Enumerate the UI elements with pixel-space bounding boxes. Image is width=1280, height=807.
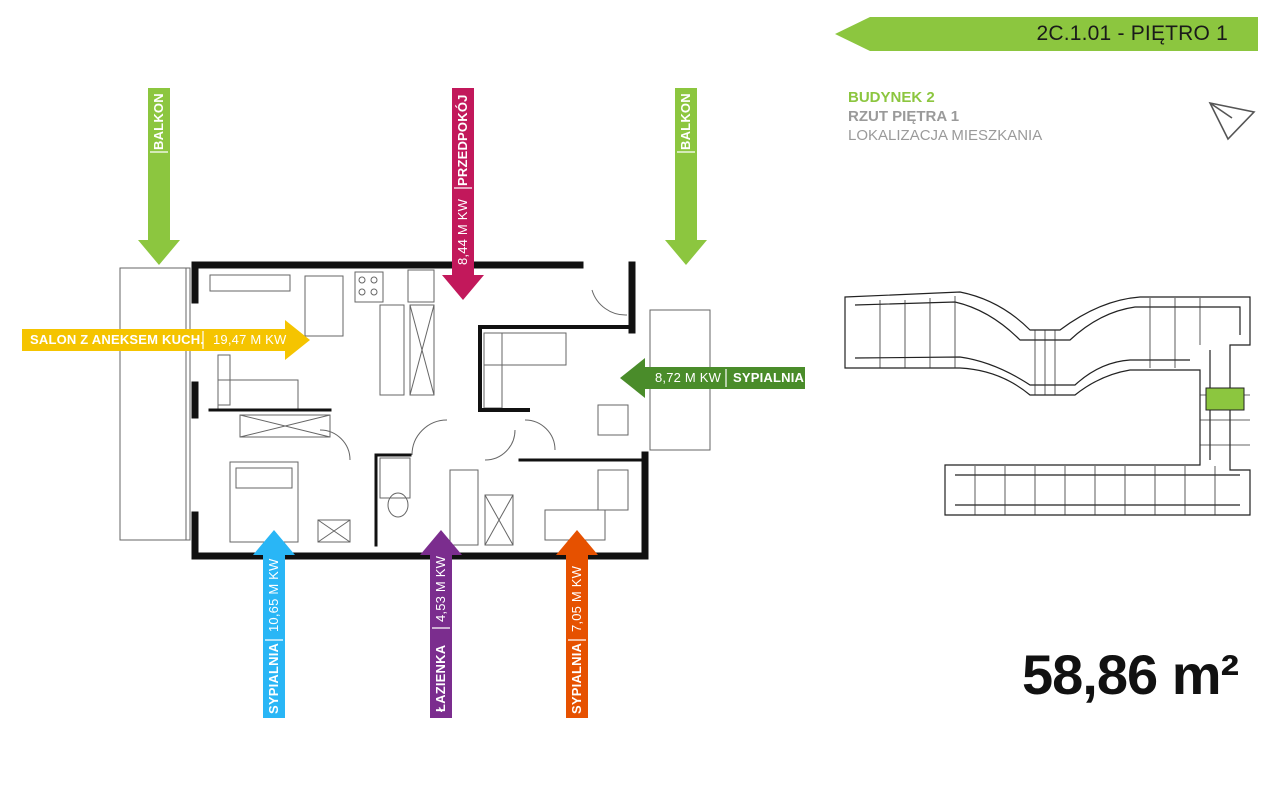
balcony-right-label: BALKON: [678, 93, 693, 150]
bedroom-right-label: SYPIALNIA: [733, 370, 805, 385]
hall-area: 8,44 M KW: [455, 198, 470, 265]
unit-location-highlight: [1205, 387, 1245, 411]
building-name: BUDYNEK 2: [848, 89, 935, 106]
bedroom-right-area: 8,72 M KW: [655, 370, 722, 385]
unit-banner-text: 2C.1.01 - PIĘTRO 1: [1036, 22, 1228, 45]
unit-banner: 2C.1.01 - PIĘTRO 1: [835, 17, 1258, 51]
unit-banner-shape: [835, 17, 1258, 51]
bathroom-area: 4,53 M KW: [433, 555, 448, 622]
living-room-area: 19,47 M KW: [213, 332, 287, 347]
bedroom-left-area: 10,65 M KW: [266, 558, 281, 632]
building-info: BUDYNEK 2 RZUT PIĘTRA 1 LOKALIZACJA MIES…: [848, 88, 1042, 145]
bedroom-left-label: SYPIALNIA: [266, 642, 281, 714]
hall-label: PRZEDPOKÓJ: [455, 94, 470, 186]
living-room-label: SALON Z ANEKSEM KUCH.: [30, 332, 205, 347]
floor-plan-title: RZUT PIĘTRA 1: [848, 108, 960, 125]
balcony-left-label: BALKON: [151, 93, 166, 150]
bedroom-small-area: 7,05 M KW: [569, 565, 584, 632]
total-area: 58,86 m²: [1022, 643, 1239, 706]
location-caption: LOKALIZACJA MIESZKANIA: [848, 127, 1043, 144]
bathroom-label: ŁAZIENKA: [433, 644, 448, 712]
bedroom-small-label: SYPIALNIA: [569, 642, 584, 714]
